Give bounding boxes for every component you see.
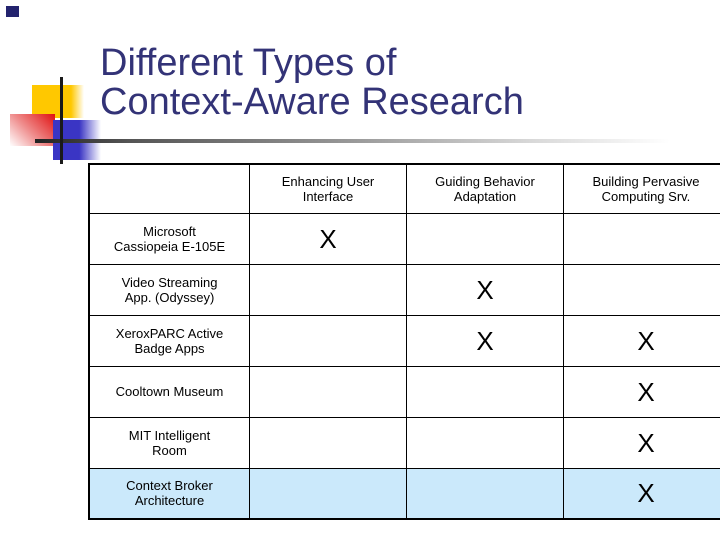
title-underline-rule bbox=[35, 139, 670, 143]
table-header-row: Enhancing User Interface Guiding Behavio… bbox=[88, 163, 720, 214]
mark-cell: X bbox=[563, 467, 720, 520]
row-label: Cooltown Museum bbox=[88, 365, 250, 418]
row-label: Video Streaming App. (Odyssey) bbox=[88, 263, 250, 316]
table-row: XeroxPARC Active Badge Apps X X bbox=[88, 314, 720, 367]
corner-accent-square bbox=[6, 6, 19, 17]
table-row: Microsoft Cassiopeia E-105E X bbox=[88, 212, 720, 265]
mark-cell bbox=[406, 365, 564, 418]
mark-cell bbox=[563, 263, 720, 316]
mark-cell bbox=[406, 467, 564, 520]
table-row: MIT Intelligent Room X bbox=[88, 416, 720, 469]
mark-cell bbox=[249, 263, 407, 316]
mark-cell bbox=[249, 365, 407, 418]
table-row: Video Streaming App. (Odyssey) X bbox=[88, 263, 720, 316]
row-label: Microsoft Cassiopeia E-105E bbox=[88, 212, 250, 265]
mark-cell bbox=[406, 212, 564, 265]
mark-cell bbox=[249, 416, 407, 469]
logo-yellow-square bbox=[32, 85, 84, 118]
header-pervasive-srv: Building Pervasive Computing Srv. bbox=[563, 163, 720, 214]
table-row-highlighted: Context Broker Architecture X bbox=[88, 467, 720, 520]
mark-cell bbox=[406, 416, 564, 469]
slide-title: Different Types of Context-Aware Researc… bbox=[100, 42, 524, 123]
mark-cell: X bbox=[563, 365, 720, 418]
mark-cell: X bbox=[563, 416, 720, 469]
mark-cell: X bbox=[563, 314, 720, 367]
row-label: Context Broker Architecture bbox=[88, 467, 250, 520]
mark-cell: X bbox=[406, 263, 564, 316]
mark-cell: X bbox=[406, 314, 564, 367]
header-behavior-adapt: Guiding Behavior Adaptation bbox=[406, 163, 564, 214]
row-label: XeroxPARC Active Badge Apps bbox=[88, 314, 250, 367]
mark-cell: X bbox=[249, 212, 407, 265]
mark-cell bbox=[249, 467, 407, 520]
row-label: MIT Intelligent Room bbox=[88, 416, 250, 469]
header-enhancing-ui: Enhancing User Interface bbox=[249, 163, 407, 214]
table-row: Cooltown Museum X bbox=[88, 365, 720, 418]
header-empty-cell bbox=[88, 163, 250, 214]
research-matrix-table: Enhancing User Interface Guiding Behavio… bbox=[88, 163, 720, 520]
logo-cross-line bbox=[60, 77, 63, 164]
mark-cell bbox=[563, 212, 720, 265]
mark-cell bbox=[249, 314, 407, 367]
